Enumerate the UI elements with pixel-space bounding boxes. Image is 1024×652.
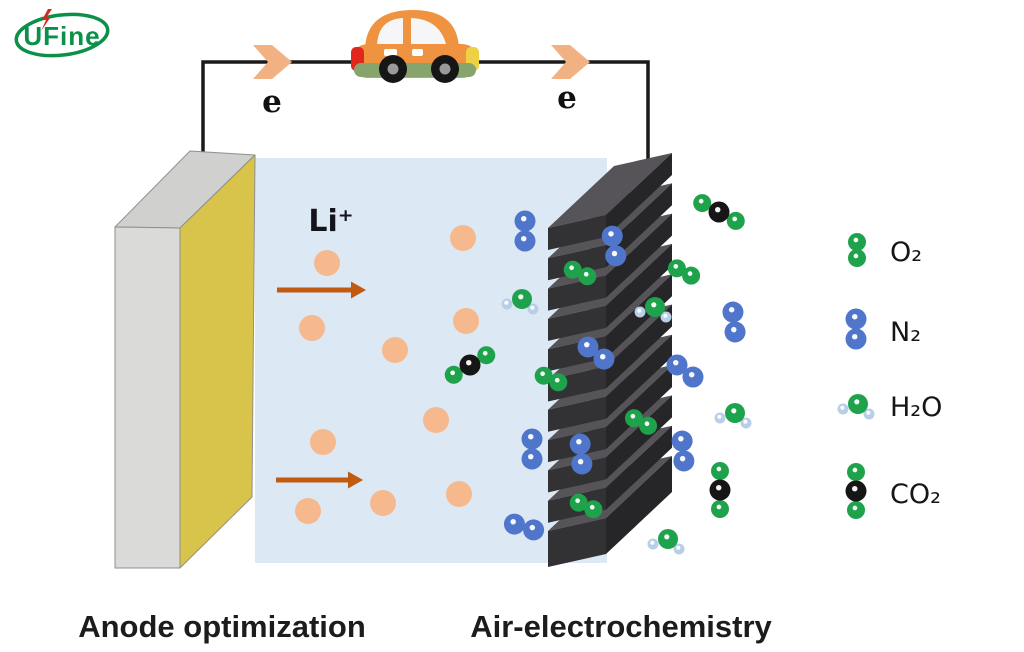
li-ion: [370, 490, 396, 516]
li-ion: [382, 337, 408, 363]
molecule-n2: [845, 308, 867, 350]
molecule-co2: [845, 463, 867, 519]
flow-arrow-layer: [276, 281, 366, 489]
legend-label-co2: CO₂: [890, 479, 941, 510]
molecule-n2: [722, 301, 746, 343]
anode-side-face: [179, 154, 256, 569]
caption-anode: Anode optimization: [78, 609, 366, 644]
molecule-n2: [521, 428, 543, 470]
molecule-o2: [667, 259, 701, 285]
legend-label-n2: N₂: [890, 317, 921, 348]
molecule-layer: [444, 194, 752, 555]
logo-lightning-icon: [41, 9, 52, 31]
molecule-co2: [693, 194, 745, 230]
li-ion: [423, 407, 449, 433]
anode-front-face: [114, 226, 181, 569]
molecule-n2: [601, 225, 627, 267]
molecule-co2: [444, 346, 496, 384]
car-trim: [384, 49, 397, 56]
molecule-co2: [709, 462, 731, 518]
li-ion: [310, 429, 336, 455]
cathode-fin: [548, 153, 672, 250]
car-trim: [412, 49, 423, 56]
car-window-rear: [411, 18, 446, 44]
legend-label-o2: O₂: [890, 237, 922, 268]
molecule-h2o: [714, 403, 752, 429]
molecule-h2o: [634, 297, 672, 323]
li-ion: [299, 315, 325, 341]
molecule-h2o: [647, 529, 685, 555]
molecule-n2: [666, 354, 704, 388]
logo-ellipse: [14, 12, 110, 58]
car-hub: [387, 63, 399, 75]
li-ion: [446, 481, 472, 507]
molecule-n2: [503, 513, 545, 541]
li-ion: [453, 308, 479, 334]
car-hub: [439, 63, 451, 75]
car-window-front: [377, 18, 403, 44]
li-ion: [314, 250, 340, 276]
legend-label-h2o: H₂O: [890, 392, 942, 423]
car-icon: [351, 10, 479, 83]
molecule-h2o: [501, 289, 539, 315]
legend-icons: [837, 233, 875, 519]
molecule-o2: [848, 233, 866, 267]
ufine-logo: UFine: [14, 9, 110, 58]
molecule-o2: [534, 366, 568, 392]
molecule-o2: [624, 409, 658, 435]
electron-label-left: e: [262, 84, 282, 120]
molecule-o2: [563, 260, 597, 286]
anode-slab: [114, 150, 256, 569]
li-flow-arrow: [276, 471, 363, 489]
molecule-o2: [569, 493, 603, 519]
logo-text: UFine: [23, 21, 100, 51]
molecule-n2: [569, 433, 593, 475]
molecule-n2: [671, 430, 695, 472]
li-ion: [450, 225, 476, 251]
molecule-n2: [577, 336, 615, 370]
electron-label-right: e: [557, 80, 577, 116]
molecule-n2: [514, 210, 536, 252]
legend: O₂ N₂ H₂O CO₂: [837, 233, 942, 519]
li-flow-arrow: [277, 281, 366, 299]
li-ion-layer: [295, 225, 479, 524]
electron-arrow-right-icon: [551, 45, 590, 79]
electron-arrow-left-icon: [253, 45, 292, 79]
li-ion-label: Li⁺: [308, 204, 353, 239]
caption-cathode: Air-electrochemistry: [470, 609, 772, 644]
molecule-h2o: [837, 394, 875, 420]
li-ion: [295, 498, 321, 524]
